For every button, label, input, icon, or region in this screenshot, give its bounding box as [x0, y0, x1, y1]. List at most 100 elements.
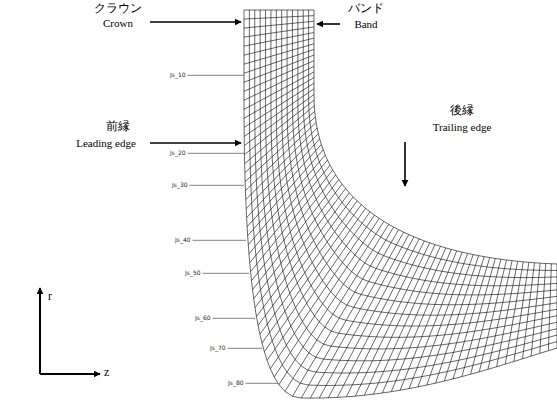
mesh-streamline: [309, 10, 557, 270]
mesh-crossline: [244, 55, 314, 82]
r-axis: [39, 288, 41, 374]
mesh-streamline: [314, 10, 557, 264]
grid-index: Js_70: [210, 345, 226, 352]
mesh-crossline: [244, 16, 314, 19]
trailing-edge-arrow: [404, 142, 406, 186]
crown-arrow: [150, 21, 241, 23]
grid-index: Js_20: [170, 150, 186, 157]
crown-guide: [244, 10, 557, 398]
mesh-crossline: [346, 241, 424, 397]
mesh-crossline: [497, 261, 518, 366]
mesh-crossline: [436, 256, 479, 383]
mesh-streamline: [249, 10, 557, 385]
mesh-crossline: [245, 117, 315, 182]
leader-line: [246, 383, 278, 384]
mesh-crossline: [258, 197, 353, 325]
part-name: Band: [354, 18, 377, 30]
axis-label: z: [104, 366, 109, 379]
mesh-streamline: [266, 10, 557, 349]
part-name: Crown: [103, 17, 133, 29]
mesh-streamline: [276, 10, 557, 326]
mesh-streamline: [303, 10, 557, 278]
mesh-crossline: [427, 255, 473, 386]
mesh-crossline: [244, 78, 314, 119]
mesh-crossline: [260, 201, 357, 334]
grid-index: Js_40: [175, 237, 191, 244]
leader-line: [188, 75, 244, 76]
mesh-streamline: [260, 10, 557, 361]
mesh-crossline: [292, 227, 393, 396]
mesh-crossline: [244, 21, 314, 28]
mesh-crossline: [274, 218, 379, 377]
mesh-crossline: [244, 66, 314, 100]
mesh-crossline: [409, 252, 462, 388]
leader-line: [228, 348, 262, 349]
mesh-crossline: [253, 180, 339, 290]
mesh-streamline: [271, 10, 557, 337]
mesh-crossline: [254, 184, 342, 299]
mesh-crossline: [364, 245, 435, 396]
part-name-jp: 後縁: [450, 104, 474, 117]
mesh-streamline: [282, 10, 557, 315]
leader-line: [193, 240, 246, 241]
mesh-crossline: [244, 94, 314, 145]
mesh-crossline: [471, 259, 501, 374]
mesh-crossline: [244, 89, 314, 137]
grid-index: Js_60: [195, 315, 211, 322]
mesh-crossline: [479, 260, 506, 372]
mesh-crossline: [540, 263, 546, 353]
mesh-grid: [244, 10, 557, 398]
mesh-crossline: [248, 155, 325, 245]
grid-index: Js_80: [228, 380, 244, 387]
mesh-streamline: [287, 10, 557, 305]
band-arrow: [317, 23, 340, 25]
part-name-jp: 前縁: [106, 120, 130, 133]
leader-line: [190, 185, 244, 186]
mesh-crossline: [355, 243, 429, 396]
grid-index: Js_30: [172, 182, 188, 189]
mesh-streamline: [292, 10, 557, 295]
grid-index: Js_10: [170, 72, 186, 79]
leading-edge-arrow: [150, 142, 241, 144]
mesh-crossline: [514, 262, 529, 361]
mesh-crossline: [244, 27, 314, 37]
mesh-streamline: [244, 10, 557, 398]
mesh-crossline: [505, 262, 523, 364]
mesh-crossline: [264, 208, 365, 351]
mesh-crossline: [319, 235, 408, 398]
leader-line: [213, 318, 255, 319]
part-name-jp: クラウン: [94, 2, 142, 15]
mesh-crossline: [244, 10, 314, 11]
mesh-crossline: [382, 248, 446, 393]
index-leaders: [188, 75, 278, 383]
mesh-crossline: [244, 33, 314, 47]
mesh-crossline: [523, 263, 535, 359]
mesh-crossline: [256, 193, 349, 317]
mesh-crossline: [391, 249, 451, 391]
grid-index: Js_50: [185, 270, 201, 277]
part-name-jp: バンド: [348, 2, 384, 15]
mesh-crossline: [250, 165, 330, 263]
mesh-crossline: [453, 258, 490, 379]
axis-label: r: [48, 290, 52, 303]
mesh-crossline: [246, 134, 318, 209]
mesh-crossline: [488, 261, 512, 370]
mesh-crossline: [247, 144, 321, 226]
mesh-crossline: [244, 49, 314, 73]
mesh-crossline: [548, 264, 551, 351]
mesh-crossline: [249, 160, 328, 254]
mesh-crossline: [418, 253, 468, 387]
part-name: Leading edge: [76, 137, 136, 149]
mesh-crossline: [267, 212, 370, 361]
mesh-crossline: [251, 170, 333, 272]
mesh-crossline: [373, 246, 440, 394]
mesh-streamline: [255, 10, 557, 373]
leader-line: [203, 273, 249, 274]
z-axis: [40, 373, 100, 375]
mesh-crossline: [244, 72, 314, 109]
part-name: Trailing edge: [433, 121, 492, 133]
mesh-crossline: [245, 123, 316, 191]
mesh-streamline: [298, 10, 557, 286]
